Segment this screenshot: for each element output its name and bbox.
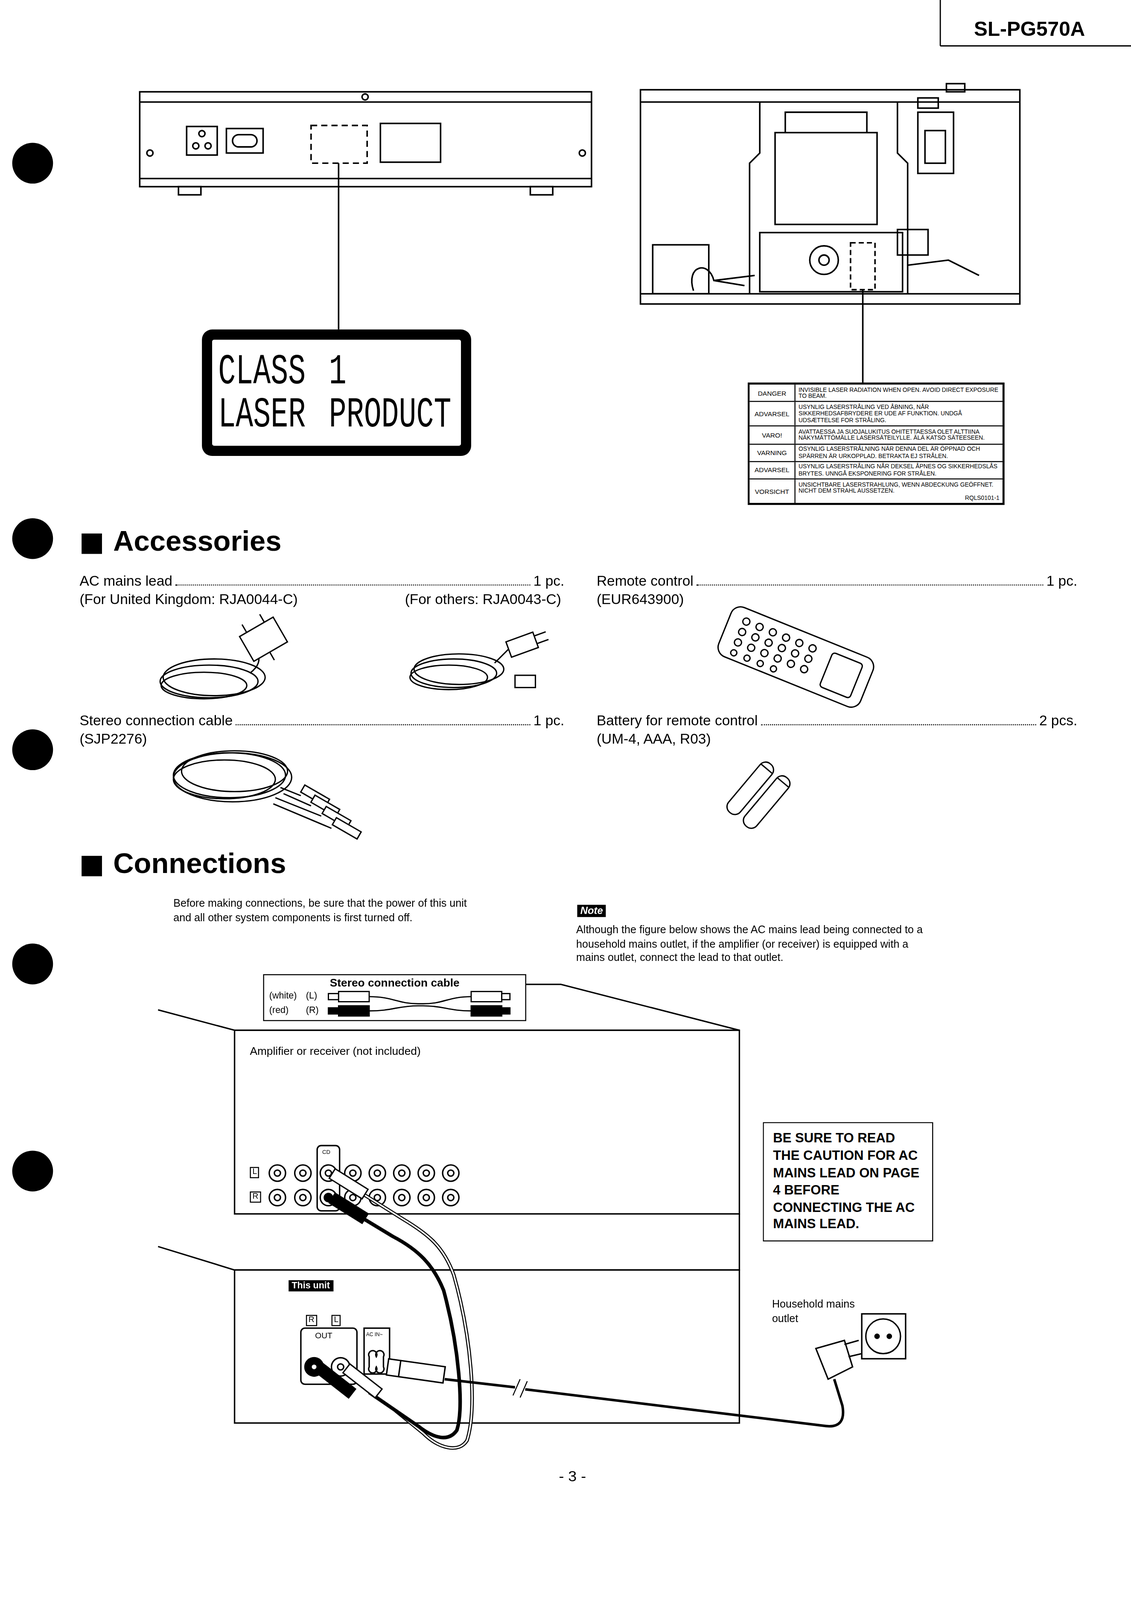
jack-label: OUT — [314, 1330, 333, 1341]
channel-mark: L — [249, 1166, 260, 1178]
rear-view — [139, 91, 592, 330]
cable-legend-box: Stereo connection cable(white) (L) (red) (R… — [263, 973, 527, 1021]
accessory-name: Stereo connection cable — [79, 711, 233, 729]
part-number: (EUR643900) — [596, 590, 685, 608]
warning-lang-cell: DANGER — [749, 384, 796, 402]
warning-text-cell: INVISIBLE LASER RADIATION WHEN OPEN. AVO… — [795, 384, 1003, 402]
laser-warning-label: DANGER INVISIBLE LASER RADIATION WHEN OPE… — [747, 382, 1005, 505]
caution-box: BE SURE TO READ THE CAUTION FOR AC MAINS… — [762, 1121, 933, 1242]
warning-language: VORSICHT — [754, 487, 790, 495]
warning-row: VORSICHT UNSICHTBARE LASERSTRAHLUNG, WENN… — [749, 479, 1003, 504]
instruction-note: Although the figure below shows the AC m… — [576, 923, 932, 965]
warning-lang-cell: VARNING — [749, 444, 796, 461]
accessory-name: Battery for remote control — [596, 711, 758, 729]
warning-text: AVATTAESSA JA SUOJALUKITUS OHITETTAESSA … — [798, 428, 1000, 442]
remote-control-drawing — [714, 603, 877, 710]
warning-text: INVISIBLE LASER RADIATION WHEN OPEN. AVO… — [798, 385, 1000, 400]
device-label: Amplifier or receiver (not included) — [249, 1044, 421, 1059]
battery-drawing — [724, 758, 793, 831]
dot-leader — [696, 584, 1044, 586]
warning-language: ADVARSEL — [754, 410, 790, 418]
warning-lang-cell: VORSICHT — [749, 479, 796, 504]
model-number: SL-PG570A — [973, 16, 1085, 41]
quantity: 1 pc. — [533, 572, 565, 590]
quantity: 2 pcs. — [1039, 711, 1078, 729]
jack-label: CD — [322, 1148, 331, 1156]
warning-language: VARO! — [761, 431, 782, 439]
warning-row: VARNING OSYNLIG LASERSTRÅLNING NÄR DENNA … — [749, 444, 1003, 462]
laser-class-text: CLASS 1 LASER PRODUCT — [218, 350, 455, 437]
warning-lang-cell: ADVARSEL — [749, 461, 796, 479]
note-tag: Note — [577, 904, 606, 918]
section-heading: Connections — [113, 846, 286, 881]
warning-text-cell: AVATTAESSA JA SUOJALUKITUS OHITETTAESSA … — [795, 426, 1003, 444]
warning-row: DANGER INVISIBLE LASER RADIATION WHEN OPE… — [749, 384, 1003, 403]
warning-row: VARO! AVATTAESSA JA SUOJALUKITUS OHITETTA… — [749, 426, 1003, 444]
channel-mark: L — [331, 1314, 342, 1326]
header-rule — [940, 0, 1131, 47]
quantity: 1 pc. — [1046, 572, 1078, 590]
part-number: (UM-4, AAA, R03) — [596, 730, 712, 748]
outlet-label: Household mains outlet — [772, 1297, 864, 1325]
accessory-name: Remote control — [596, 572, 694, 590]
warning-language: DANGER — [757, 389, 787, 397]
part-number: (SJP2276) — [79, 730, 147, 748]
internal-view — [640, 83, 1021, 383]
ac-lead — [386, 1313, 906, 1426]
cable-color-label: (red) — [269, 1004, 289, 1016]
channel-mark: R — [249, 1191, 261, 1203]
mains-lead-drawings — [160, 609, 550, 699]
punch-holes — [12, 142, 54, 1192]
box-title: Stereo connection cable — [264, 976, 526, 990]
label-code: RQLS0101-1 — [798, 494, 1000, 502]
laser-class-label: CLASS 1 LASER PRODUCT — [201, 329, 472, 456]
jack-label: AC IN~ — [366, 1330, 383, 1337]
caution-text: BE SURE TO READ THE CAUTION FOR AC MAINS… — [772, 1130, 923, 1234]
cable-color-label: (R) — [306, 1004, 319, 1016]
part-number: (For United Kingdom: RJA0044-C) — [79, 590, 298, 608]
warning-language: ADVARSEL — [754, 466, 790, 474]
warning-text-cell: USYNLIG LASERSTRÅLING NÅR DEKSEL ÅPNES O… — [795, 461, 1003, 479]
warning-text: USYNLIG LASERSTRÅLING NÅR DEKSEL ÅPNES O… — [798, 463, 1000, 478]
quantity: 1 pc. — [533, 711, 565, 729]
amplifier-drawing — [157, 984, 740, 1214]
warning-language: VARNING — [757, 448, 788, 457]
warning-text: USYNLIG LASERSTRÅLING VED ÅBNING, NÅR SI… — [798, 403, 1000, 425]
dot-leader — [175, 584, 531, 586]
stereo-cable-drawing — [173, 750, 362, 840]
accessory-name: AC mains lead — [79, 572, 173, 590]
warning-lang-cell: VARO! — [749, 426, 796, 444]
connection-cables — [316, 1168, 473, 1448]
part-number: (For others: RJA0043-C) — [405, 590, 562, 608]
dot-leader — [235, 724, 531, 726]
warning-lang-cell: ADVARSEL — [749, 402, 796, 426]
page-number: - 3 - — [558, 1466, 586, 1485]
cable-legend-plugs — [328, 991, 510, 1016]
warning-text-cell: UNSICHTBARE LASERSTRAHLUNG, WENN ABDECKU… — [795, 479, 1003, 504]
warning-text-cell: OSYNLIG LASERSTRÅLNING NÄR DENNA DEL ÄR … — [795, 444, 1003, 461]
cable-color-label: (L) — [306, 990, 318, 1002]
warning-text-cell: USYNLIG LASERSTRÅLING VED ÅBNING, NÅR SI… — [795, 402, 1003, 426]
channel-mark: R — [306, 1314, 318, 1326]
device-tag: This unit — [288, 1279, 333, 1292]
instruction-note: Before making connections, be sure that … — [173, 896, 485, 925]
warning-text: UNSICHTBARE LASERSTRAHLUNG, WENN ABDECKU… — [798, 480, 1000, 495]
dot-leader — [760, 724, 1037, 726]
warning-row: ADVARSEL USYNLIG LASERSTRÅLING VED ÅBNING… — [749, 402, 1003, 427]
warning-text: OSYNLIG LASERSTRÅLNING NÄR DENNA DEL ÄR … — [798, 445, 1000, 460]
warning-row: ADVARSEL USYNLIG LASERSTRÅLING NÅR DEKSEL… — [749, 461, 1003, 480]
cable-color-label: (white) — [269, 990, 298, 1002]
section-heading: Accessories — [113, 524, 282, 559]
